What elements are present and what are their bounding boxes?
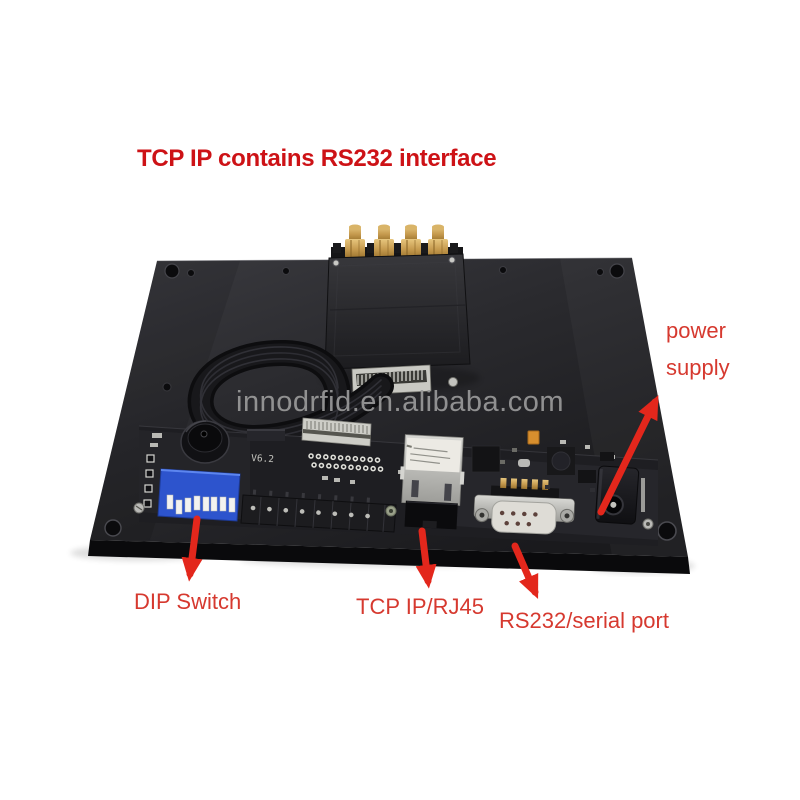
sma-connector [374, 224, 394, 258]
module-screw [332, 259, 340, 267]
page-title: TCP IP contains RS232 interface [137, 145, 497, 172]
label-power-supply: power supply [666, 318, 730, 380]
tantalum-capacitor [527, 430, 540, 445]
terminal-block [240, 489, 397, 533]
ffc-connector [301, 417, 372, 447]
rj45-ethernet-jack [399, 434, 465, 530]
dip-switch [157, 468, 241, 522]
power-supply-arrow [597, 395, 659, 516]
db9-serial-connector [473, 477, 575, 535]
sma-antenna-connectors [345, 224, 448, 258]
dip-levers [166, 494, 236, 515]
db9-pin-holes [499, 510, 549, 518]
plate-mounting-holes [104, 263, 677, 541]
rj45-port-opening [404, 500, 458, 530]
sma-connector [345, 224, 365, 258]
module-seam [329, 304, 467, 311]
module-lid-seam [333, 261, 461, 357]
smd-components [471, 430, 614, 492]
plate-side [88, 540, 690, 574]
rs232-arrow [511, 542, 539, 600]
io-pcb: V6.2 [133, 417, 659, 546]
header-connector [247, 429, 285, 441]
plate-shade-left [90, 261, 240, 540]
sma-connector [401, 224, 421, 258]
pcb-screws [133, 502, 654, 530]
crystal [518, 459, 530, 467]
emi-tab [459, 471, 465, 485]
dip-switch-arrow [181, 515, 203, 582]
via-hole-rows [308, 453, 390, 473]
shield-slot [443, 483, 452, 502]
rj45-latch [422, 520, 437, 529]
label-rs232-serial-port: RS232/serial port [499, 608, 669, 633]
db9-solder-pins [500, 477, 549, 490]
label-dip-switch: DIP Switch [134, 589, 242, 614]
emi-tab [399, 466, 405, 480]
pcb-silkscreen-version: V6.2 [251, 453, 274, 465]
rj45-sticker [405, 437, 462, 473]
sma-bracket-tabs [333, 243, 458, 253]
module-screw [448, 256, 456, 264]
sma-connector [428, 224, 448, 258]
buzzer [180, 420, 230, 464]
solder-pads [143, 454, 155, 508]
rj45-arrow [415, 527, 437, 589]
module-body [324, 253, 471, 370]
shield-slot [411, 479, 419, 498]
watermark: innodrfid.en.alibaba.com [236, 386, 564, 418]
label-tcp-ip-rj45: TCP IP/RJ45 [356, 594, 484, 619]
callout-arrows [181, 395, 659, 600]
